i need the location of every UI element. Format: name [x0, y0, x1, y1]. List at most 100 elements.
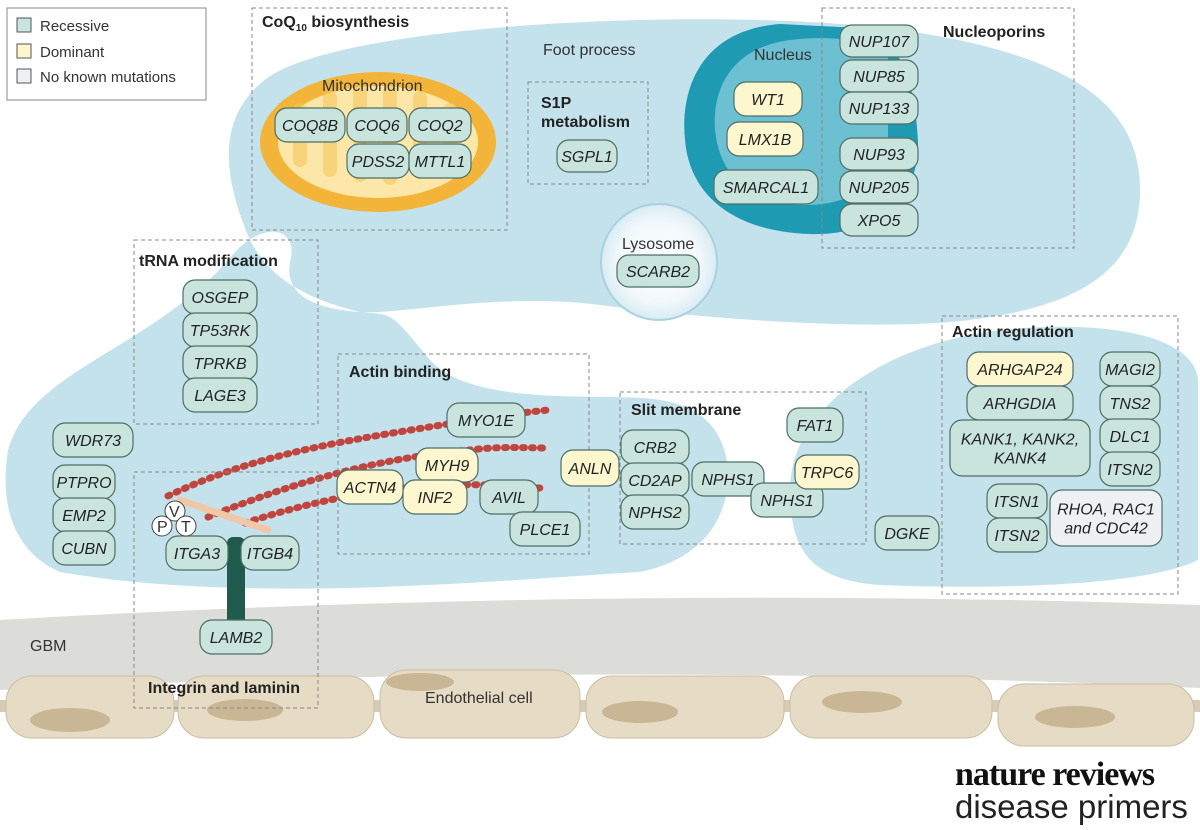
- gene-pill-nup205: NUP205: [839, 170, 919, 204]
- gene-label: NPHS1: [760, 493, 813, 510]
- gene-pill-actn4: ACTN4: [336, 469, 404, 505]
- box-s1p: [527, 81, 649, 185]
- gene-label: PDSS2: [352, 154, 405, 171]
- gene-label: NPHS1: [701, 472, 754, 489]
- gene-label: ANLN: [568, 461, 612, 478]
- laminin-stalk: [227, 537, 245, 632]
- gene-pill-ptpro: PTPRO: [52, 464, 116, 500]
- trna-title: tRNA modification: [139, 253, 278, 270]
- gene-label: CUBN: [61, 541, 107, 558]
- gene-label: COQ6: [354, 118, 399, 135]
- gene-label: XPO5: [857, 213, 901, 230]
- gene-label: TPRKB: [193, 356, 247, 373]
- gene-pill-cd2ap: CD2AP: [620, 462, 690, 498]
- gbm-label: GBM: [30, 638, 66, 655]
- mitochondrion-label: Mitochondrion: [322, 78, 423, 95]
- gene-pill-myo1e: MYO1E: [446, 402, 526, 438]
- v-label: V: [169, 504, 180, 521]
- box-coq: [251, 7, 508, 231]
- t-label: T: [181, 519, 191, 536]
- gene-pill-kank: KANK1, KANK2,KANK4: [949, 419, 1091, 477]
- gene-pill-nphs1b: NPHS1: [750, 482, 824, 518]
- gene-label: CD2AP: [628, 473, 682, 490]
- gene-pill-osgep: OSGEP: [182, 279, 258, 315]
- gene-label: SCARB2: [626, 264, 690, 281]
- gene-label: MYH9: [425, 458, 470, 475]
- gene-label: COQ2: [417, 118, 462, 135]
- gene-label: DLC1: [1110, 429, 1151, 446]
- actin-regulation-title: Actin regulation: [952, 324, 1074, 341]
- gene-pill-sgpl1: SGPL1: [556, 139, 618, 173]
- gene-label: NUP107: [849, 34, 911, 51]
- gene-pill-avil: AVIL: [479, 479, 539, 515]
- gene-pill-cubn: CUBN: [52, 530, 116, 566]
- slit-title: Slit membrane: [631, 402, 741, 419]
- gene-label: ITSN2: [1107, 462, 1152, 479]
- endothelial-layer: Endothelial cell: [0, 669, 1200, 747]
- gene-pill-crb2: CRB2: [620, 429, 690, 465]
- coq-title: CoQ10 biosynthesis: [262, 14, 409, 34]
- gene-label: NUP133: [849, 101, 910, 118]
- integrin-title: Integrin and laminin: [148, 680, 300, 697]
- gene-label: SGPL1: [561, 149, 613, 166]
- gene-pill-itsn2a: ITSN2: [1099, 451, 1161, 487]
- gene-pill-myh9: MYH9: [415, 447, 479, 483]
- gene-label: ITSN1: [994, 494, 1039, 511]
- gene-pill-nphs1a: NPHS1: [691, 461, 765, 497]
- foot-process-label: Foot process: [543, 42, 635, 59]
- gene-label: AVIL: [491, 490, 526, 507]
- gene-pill-tns2: TNS2: [1099, 385, 1161, 421]
- gene-pill-dgke: DGKE: [874, 515, 940, 551]
- gene-label: TP53RK: [190, 323, 252, 340]
- gene-pill-wt1: WT1: [733, 81, 803, 117]
- gene-label: CRB2: [634, 440, 677, 457]
- t-marker: [175, 515, 197, 537]
- gene-label: INF2: [418, 490, 453, 507]
- gene-label: MYO1E: [458, 413, 514, 430]
- gene-label: TRPC6: [801, 465, 854, 482]
- gene-pill-lage3: LAGE3: [182, 377, 258, 413]
- s1p-title-1: S1P: [541, 95, 572, 112]
- gene-pill-mttl1: MTTL1: [408, 143, 472, 179]
- gene-label: ITSN2: [994, 528, 1039, 545]
- gene-pill-scarb2: SCARB2: [616, 254, 700, 288]
- gene-label: ITGA3: [174, 546, 220, 563]
- gene-pill-dlc1: DLC1: [1099, 418, 1161, 454]
- gene-pill-lmx1b: LMX1B: [726, 121, 804, 157]
- p-label: P: [157, 519, 168, 536]
- legend-dominant: Dominant: [40, 44, 105, 61]
- gene-pill-nup107: NUP107: [839, 24, 919, 58]
- gene-label: WDR73: [65, 433, 121, 450]
- gene-pill-itsn2b: ITSN2: [986, 517, 1048, 553]
- s1p-title-2: metabolism: [541, 114, 630, 131]
- gene-pill-wdr73: WDR73: [52, 422, 134, 458]
- gene-pill-arhgdia: ARHGDIA: [966, 385, 1074, 421]
- gbm-band: [0, 597, 1200, 690]
- gene-pill-emp2: EMP2: [52, 497, 116, 533]
- gene-label: NUP85: [853, 69, 905, 86]
- gene-pill-fat1: FAT1: [786, 407, 844, 443]
- gene-pill-itga3: ITGA3: [165, 535, 229, 571]
- gene-label: EMP2: [62, 508, 106, 525]
- gene-label: OSGEP: [192, 290, 249, 307]
- lysosome-label: Lysosome: [622, 236, 694, 253]
- gene-label: WT1: [751, 92, 785, 109]
- gene-label: ARHGDIA: [983, 396, 1057, 413]
- legend-none: No known mutations: [40, 69, 176, 86]
- gene-label: NUP93: [853, 147, 905, 164]
- gene-label: LMX1B: [739, 132, 792, 149]
- gene-label: PTPRO: [56, 475, 111, 492]
- legend-swatch-none: [16, 68, 32, 84]
- gene-pill-itgb4: ITGB4: [240, 535, 300, 571]
- actin-binding-title: Actin binding: [349, 364, 451, 381]
- legend-recessive: Recessive: [40, 18, 109, 35]
- gene-pill-trpc6: TRPC6: [794, 454, 860, 490]
- gene-pill-coq6: COQ6: [346, 107, 408, 143]
- gene-pill-plce1: PLCE1: [509, 511, 581, 547]
- gene-label: KANK1, KANK2,: [961, 432, 1079, 449]
- gene-pill-coq2: COQ2: [408, 107, 472, 143]
- gene-label: NPHS2: [628, 505, 681, 522]
- gene-label: LAMB2: [210, 630, 263, 647]
